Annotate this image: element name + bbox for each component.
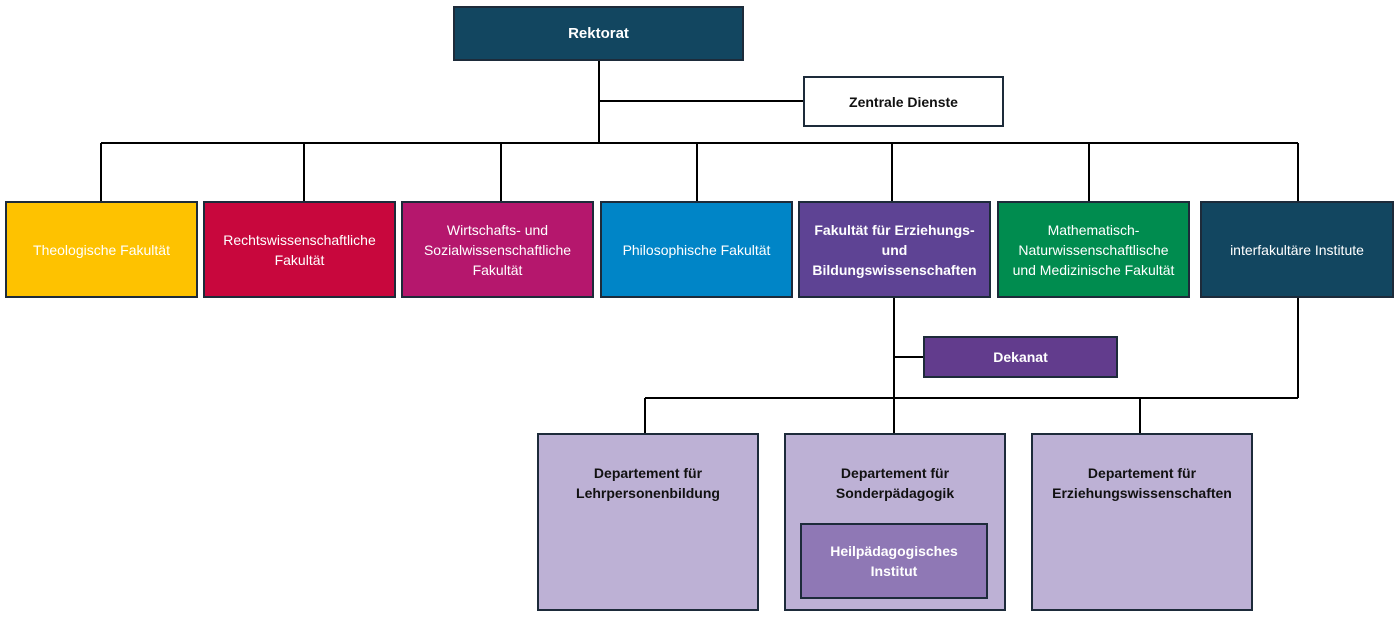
dekanat-box: Dekanat [923,336,1118,378]
zentrale-dienste-box: Zentrale Dienste [803,76,1004,127]
faculty-erziehung-box: Fakultät für Erziehungs- und Bildungswis… [798,201,991,298]
departement-erziehungswissenschaften-box: Departement für Erziehungswissenschaften [1031,433,1253,611]
interfakultaere-institute-box: interfakultäre Institute [1200,201,1394,298]
faculty-wirtschaft-box: Wirtschafts- und Sozialwissenschaftliche… [401,201,594,298]
rektorat-box: Rektorat [453,6,744,61]
faculty-mathematik-box: Mathematisch- Naturwissenschaftlische un… [997,201,1190,298]
faculty-recht-box: Rechtswissenschaftliche Fakultät [203,201,396,298]
faculty-philosophie-box: Philosophische Fakultät [600,201,793,298]
departement-lehrpersonenbildung-box: Departement für Lehrpersonenbildung [537,433,759,611]
faculty-theologie-box: Theologische Fakultät [5,201,198,298]
heilpaedagogisches-institut-box: Heilpädagogisches Institut [800,523,988,599]
